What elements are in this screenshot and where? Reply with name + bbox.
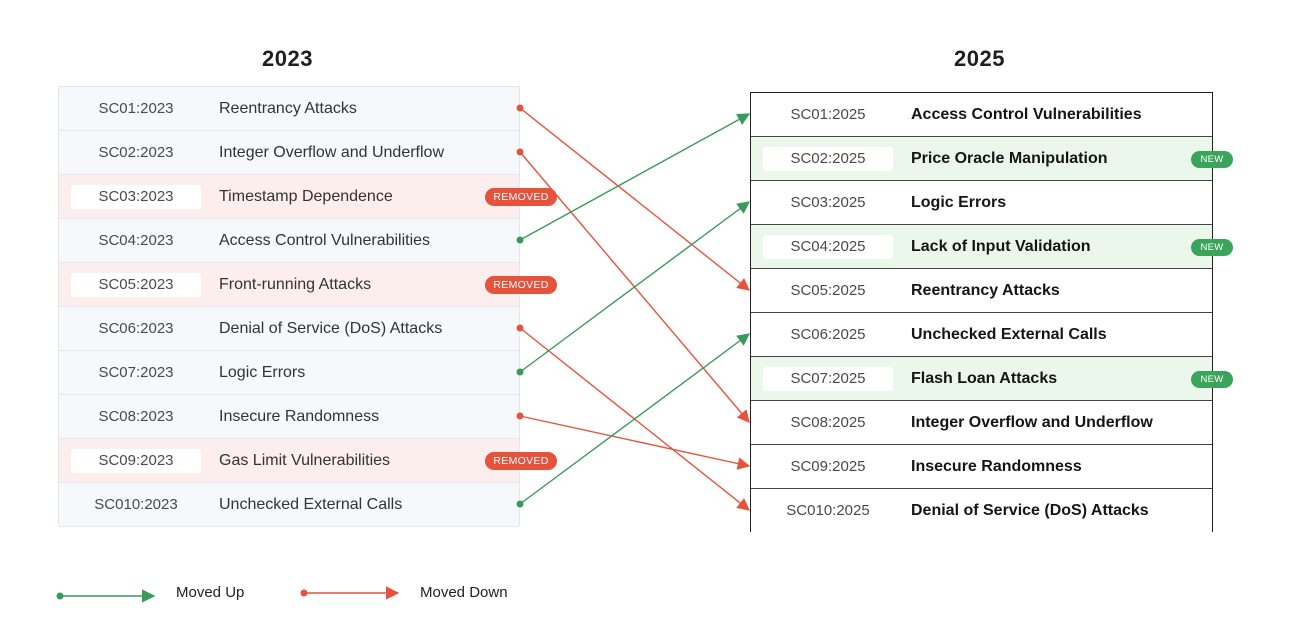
rank-code: SC02:2025 bbox=[763, 146, 893, 171]
move-arrow-up bbox=[519, 113, 751, 241]
rank-code: SC010:2023 bbox=[94, 495, 178, 513]
right-row: SC02:2025 Price Oracle Manipulation NEW bbox=[751, 137, 1233, 181]
left-row: SC08:2023 Insecure Randomness bbox=[59, 395, 519, 439]
right-row: SC06:2025 Unchecked External Calls bbox=[751, 313, 1212, 357]
right-row: SC08:2025 Integer Overflow and Underflow bbox=[751, 401, 1212, 445]
vulnerability-name: Lack of Input Validation bbox=[911, 237, 1091, 255]
left-row: SC02:2023 Integer Overflow and Underflow bbox=[59, 131, 519, 175]
right-row: SC03:2025 Logic Errors bbox=[751, 181, 1212, 225]
rank-code: SC03:2023 bbox=[71, 184, 201, 209]
rank-code: SC09:2023 bbox=[71, 448, 201, 473]
vulnerability-name: Gas Limit Vulnerabilities bbox=[219, 451, 391, 469]
right-row: SC01:2025 Access Control Vulnerabilities bbox=[751, 93, 1212, 137]
vulnerability-name: Access Control Vulnerabilities bbox=[911, 105, 1142, 123]
vulnerability-name: Integer Overflow and Underflow bbox=[911, 413, 1153, 431]
rank-code: SC09:2025 bbox=[790, 457, 866, 475]
vulnerability-name: Timestamp Dependence bbox=[219, 187, 393, 205]
title-2025: 2025 bbox=[954, 46, 1005, 71]
vulnerability-name: Reentrancy Attacks bbox=[219, 99, 357, 117]
new-badge: NEW bbox=[1191, 371, 1233, 388]
rank-code: SC06:2025 bbox=[790, 325, 866, 343]
right-row: SC04:2025 Lack of Input Validation NEW bbox=[751, 225, 1233, 269]
rank-code: SC08:2023 bbox=[98, 407, 174, 425]
right-row: SC09:2025 Insecure Randomness bbox=[751, 445, 1212, 489]
left-row: SC05:2023 Front-running Attacks REMOVED bbox=[59, 263, 557, 307]
vulnerability-name: Insecure Randomness bbox=[219, 407, 380, 425]
vulnerability-name: Integer Overflow and Underflow bbox=[219, 143, 444, 161]
vulnerability-name: Unchecked External Calls bbox=[911, 325, 1107, 343]
vulnerability-name: Reentrancy Attacks bbox=[911, 281, 1060, 299]
legend-down-dot bbox=[300, 589, 308, 597]
legend-moved-down: Moved Down bbox=[420, 584, 508, 601]
legend-moved-up: Moved Up bbox=[176, 584, 245, 601]
vulnerability-name: Logic Errors bbox=[219, 363, 306, 381]
left-row: SC03:2023 Timestamp Dependence REMOVED bbox=[59, 175, 557, 219]
rank-code: SC06:2023 bbox=[98, 319, 174, 337]
right-row: SC010:2025 Denial of Service (DoS) Attack… bbox=[751, 489, 1212, 533]
new-badge: NEW bbox=[1191, 151, 1233, 168]
left-row: SC04:2023 Access Control Vulnerabilities bbox=[59, 219, 519, 263]
rank-code: SC01:2023 bbox=[98, 99, 174, 117]
rank-code: SC01:2025 bbox=[790, 105, 866, 123]
rank-code: SC04:2023 bbox=[98, 231, 174, 249]
vulnerability-name: Logic Errors bbox=[911, 193, 1007, 211]
removed-badge: REMOVED bbox=[485, 276, 557, 294]
vulnerability-name: Insecure Randomness bbox=[911, 457, 1082, 475]
vulnerability-name: Unchecked External Calls bbox=[219, 495, 403, 513]
vulnerability-name: Price Oracle Manipulation bbox=[911, 149, 1108, 167]
removed-badge: REMOVED bbox=[485, 452, 557, 470]
rank-code: SC07:2023 bbox=[98, 363, 174, 381]
rank-code: SC05:2023 bbox=[71, 272, 201, 297]
removed-badge: REMOVED bbox=[485, 188, 557, 206]
vulnerability-name: Denial of Service (DoS) Attacks bbox=[911, 502, 1149, 519]
right-row: SC07:2025 Flash Loan Attacks NEW bbox=[751, 357, 1233, 401]
rank-code: SC02:2023 bbox=[98, 143, 174, 161]
rank-code: SC05:2025 bbox=[790, 281, 866, 299]
rank-code: SC08:2025 bbox=[790, 413, 866, 431]
rank-code: SC07:2025 bbox=[763, 366, 893, 391]
title-2023: 2023 bbox=[262, 46, 313, 71]
move-arrow-down bbox=[519, 327, 750, 511]
legend-up-dot bbox=[56, 592, 64, 600]
move-arrow-up bbox=[519, 333, 751, 505]
vulnerability-name: Front-running Attacks bbox=[219, 275, 372, 293]
rank-code: SC010:2025 bbox=[786, 502, 870, 519]
vulnerability-name: Denial of Service (DoS) Attacks bbox=[219, 319, 443, 337]
new-badge: NEW bbox=[1191, 239, 1233, 256]
vulnerability-name: Access Control Vulnerabilities bbox=[219, 231, 431, 249]
rank-code: SC04:2025 bbox=[763, 234, 893, 259]
right-row: SC05:2025 Reentrancy Attacks bbox=[751, 269, 1212, 313]
left-row: SC07:2023 Logic Errors bbox=[59, 351, 519, 395]
left-row: SC06:2023 Denial of Service (DoS) Attacks bbox=[59, 307, 519, 351]
vulnerability-name: Flash Loan Attacks bbox=[911, 369, 1058, 387]
left-row: SC01:2023 Reentrancy Attacks bbox=[59, 87, 519, 131]
rank-code: SC03:2025 bbox=[790, 193, 866, 211]
left-row: SC010:2023 Unchecked External Calls bbox=[59, 483, 519, 527]
left-row: SC09:2023 Gas Limit Vulnerabilities REMOVE… bbox=[59, 439, 557, 483]
